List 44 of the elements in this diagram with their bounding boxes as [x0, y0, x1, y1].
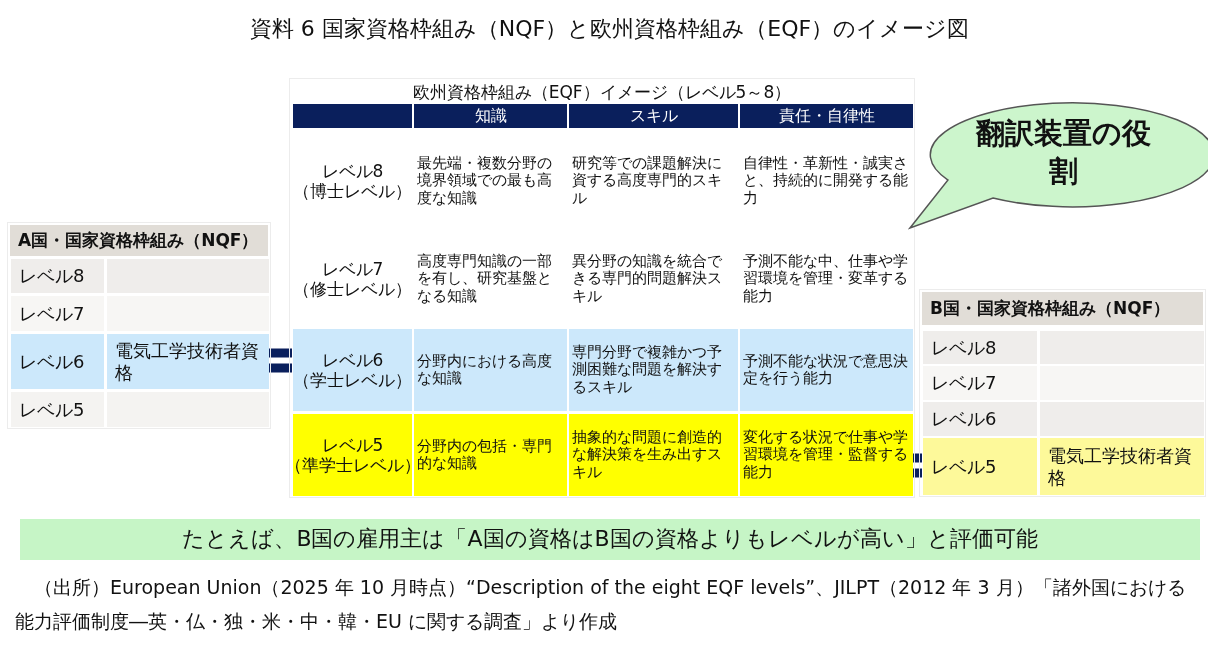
description-text: 異分野の知識を統合できる専門的問題解決スキル	[567, 239, 738, 319]
description-text: 高度専門知識の一部を有し、研究基盤となる知識	[412, 239, 567, 319]
level-label: レベル6	[18, 349, 86, 374]
level-label: レベル8 （博士レベル）	[293, 159, 412, 203]
level-label: レベル7	[18, 301, 86, 326]
table-heading: 欧州資格枠組み（EQF）イメージ（レベル5～8）	[411, 81, 793, 103]
caption: （出所）European Union（2025 年 10 月時点）“Description of the eight EQF levels”、JILPT（2012 年 3 月）「諸外国における能力評価制度―英・仏・独・米・中・韓・EU に関する調査」より作成	[15, 575, 1187, 634]
level-label: レベル5	[18, 397, 86, 422]
level-label: レベル5 （準学士レベル）	[293, 433, 412, 477]
level-label: レベル8	[930, 335, 998, 360]
qualification-table	[919, 289, 1206, 497]
qualification-table	[7, 222, 271, 429]
summary-band	[20, 519, 1200, 560]
level-label: レベル5	[930, 454, 998, 479]
description-text: 分野内における高度な知識	[412, 329, 567, 411]
summary-text: たとえば、B国の雇用主は「A国の資格はB国の資格よりもレベルが高い」と評価可能	[181, 525, 1039, 554]
qualification-text: 電気工学技術者資格	[1037, 438, 1204, 495]
description-text: 研究等での課題解決に資する高度専門的スキル	[567, 143, 738, 219]
bubble-text: 翻訳装置の役割	[974, 115, 1152, 190]
qualification-text: 電気工学技術者資格	[104, 334, 269, 389]
table-row	[11, 334, 269, 389]
description-text: 抽象的な問題に創造的な解決策を生み出すスキル	[567, 414, 738, 496]
description-text: 分野内の包括・専門的な知識	[412, 414, 567, 496]
table-header: A国・国家資格枠組み（NQF）	[10, 225, 268, 256]
description-text: 予測不能な状況で意思決定を行う能力	[738, 329, 913, 411]
level-label: レベル8	[18, 264, 86, 289]
column-header: スキル	[569, 104, 738, 128]
description-text: 自律性・革新性・誠実さと、持続的に開発する能力	[738, 143, 913, 219]
description-text: 予測不能な中、仕事や学習環境を管理・変革する能力	[738, 239, 913, 319]
table-row	[293, 414, 913, 496]
column-header: 知識	[414, 104, 567, 128]
level-label: レベル7 （修士レベル）	[293, 257, 412, 301]
table-row	[293, 329, 913, 411]
qualification-table	[289, 78, 915, 498]
title: 資料 6 国家資格枠組み（NQF）と欧州資格枠組み（EQF）のイメージ図	[248, 15, 971, 43]
description-text: 最先端・複数分野の境界領域での最も高度な知識	[412, 143, 567, 219]
level-label: レベル6 （学士レベル）	[293, 348, 412, 392]
column-header: 責任・自律性	[740, 104, 913, 128]
description-text: 専門分野で複雑かつ予測困難な問題を解決するスキル	[567, 329, 738, 411]
description-text: 変化する状況で仕事や学習環境を管理・監督する能力	[738, 414, 913, 496]
level-label: レベル6	[930, 407, 998, 432]
table-row	[923, 438, 1204, 495]
table-header: B国・国家資格枠組み（NQF）	[922, 292, 1203, 325]
level-label: レベル7	[930, 371, 998, 396]
